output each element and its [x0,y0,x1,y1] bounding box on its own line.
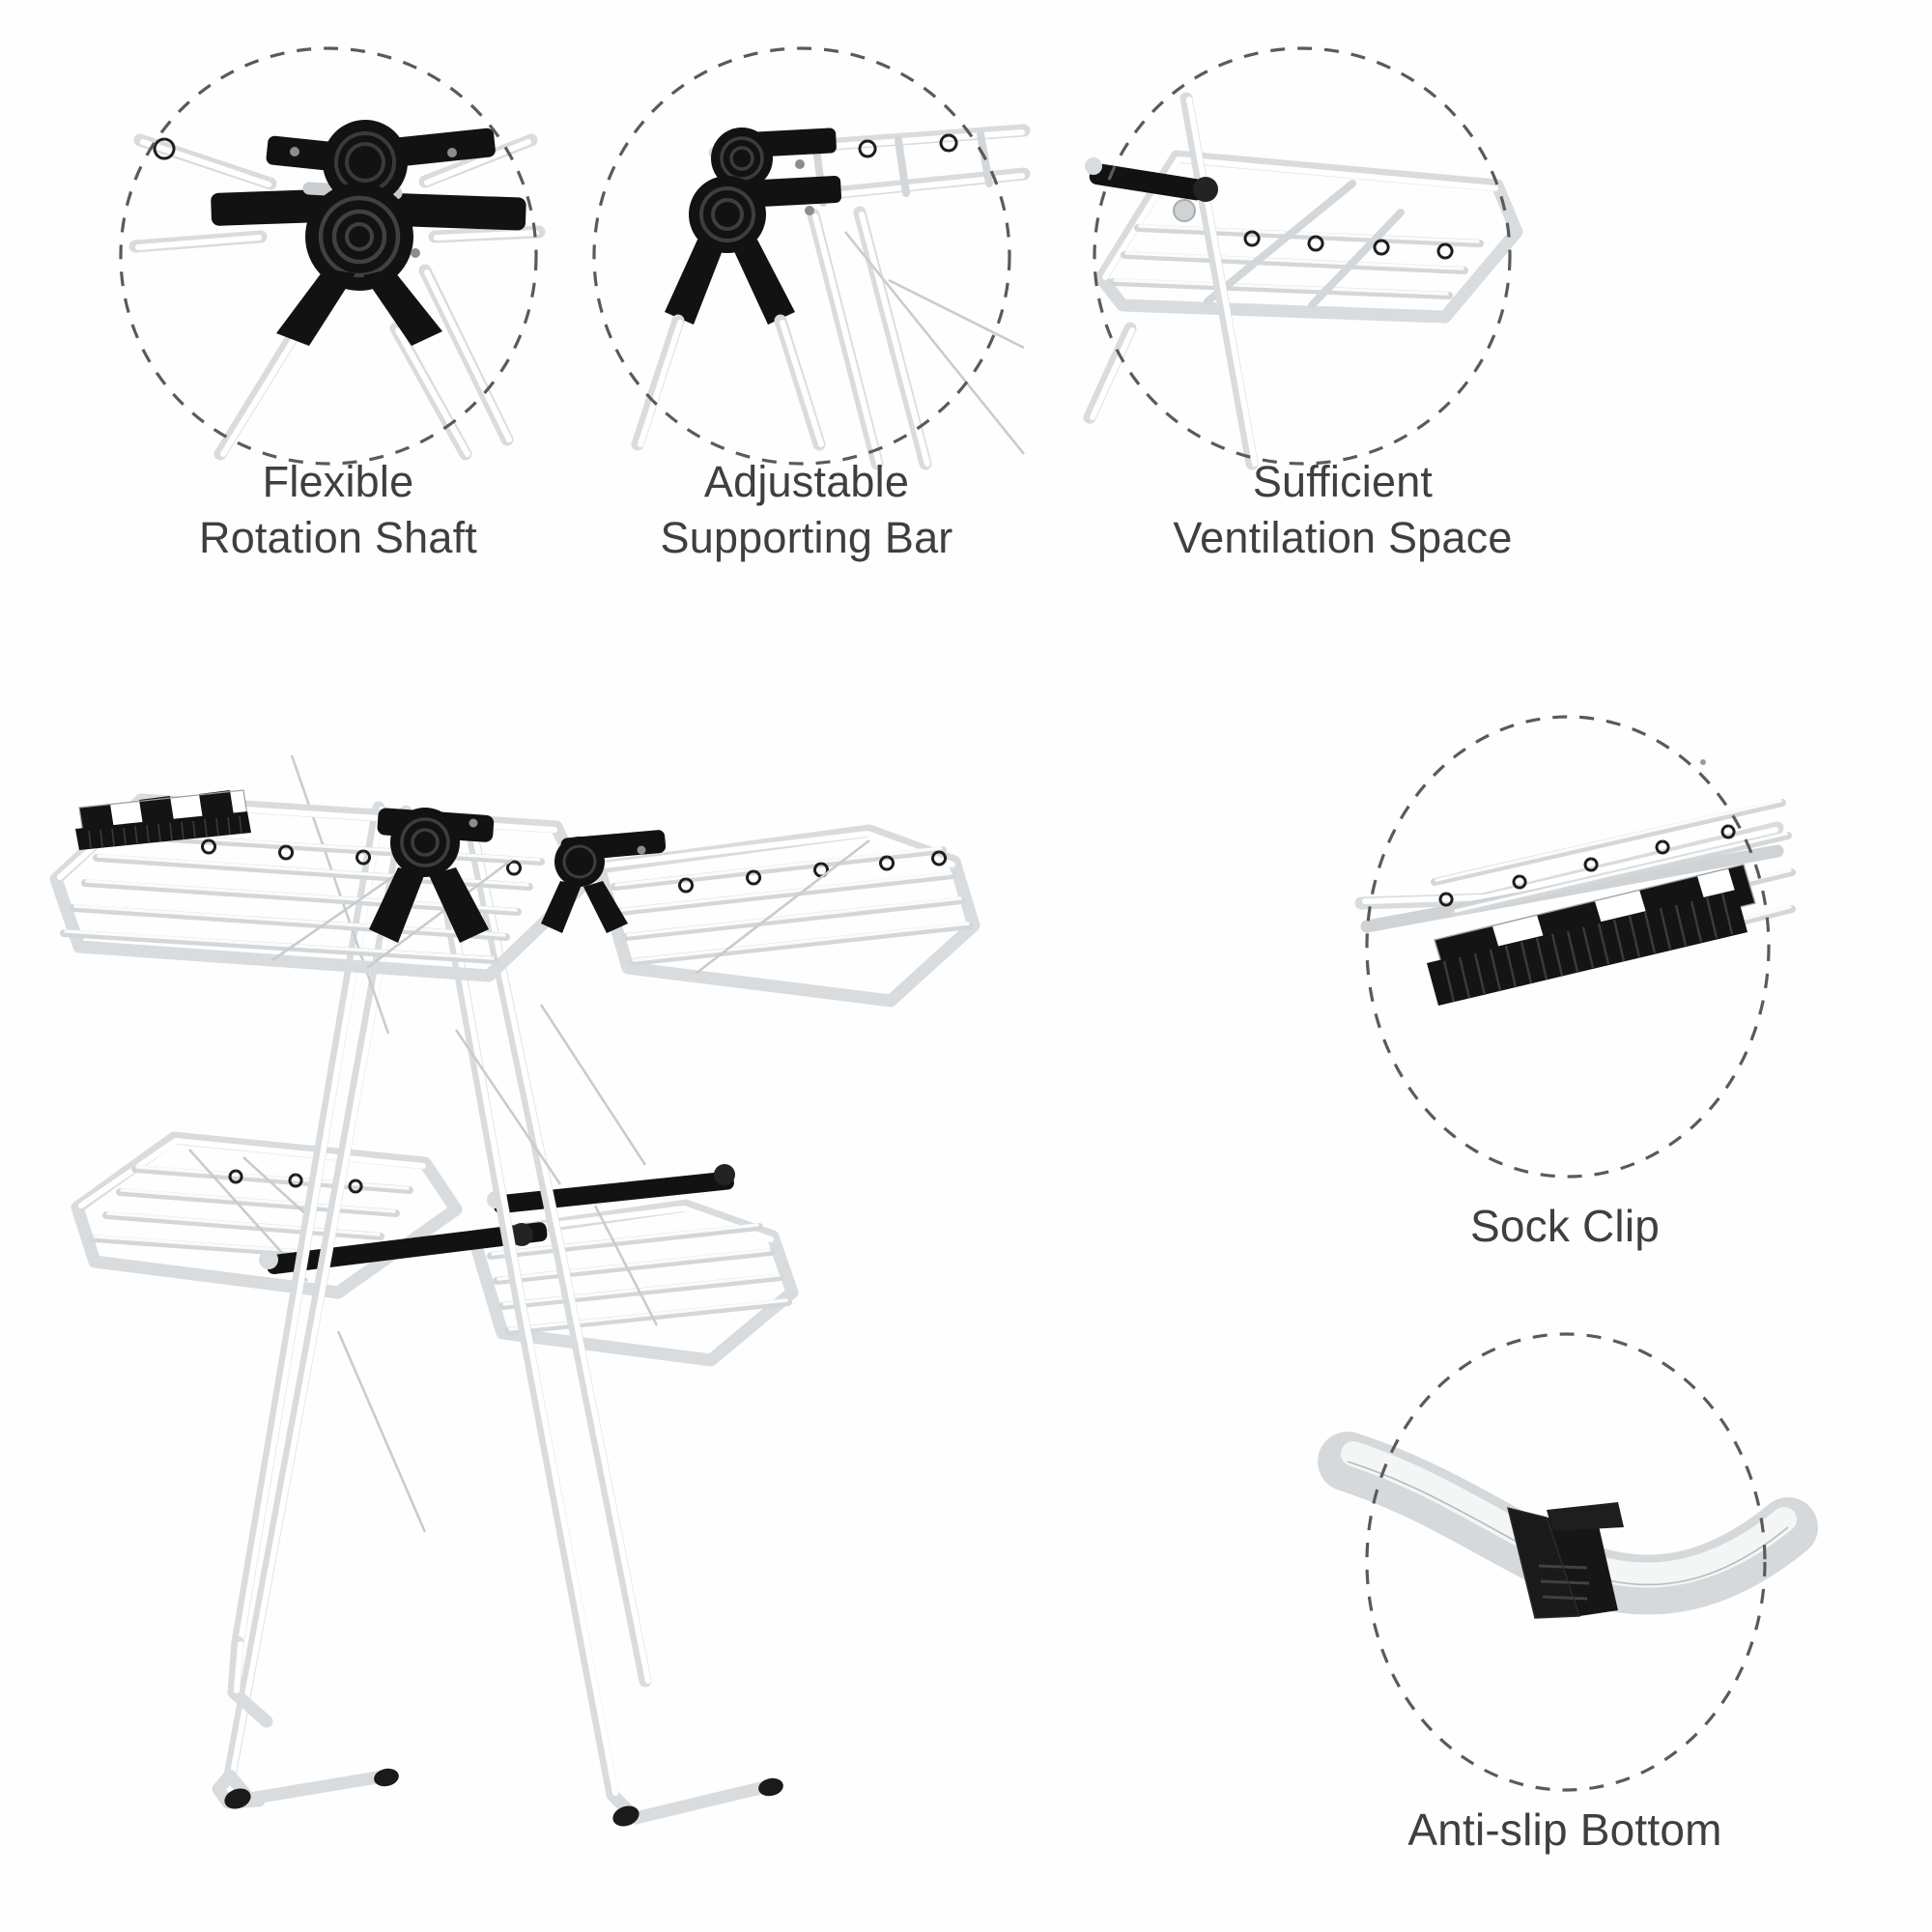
central-rotation-hub [369,808,495,943]
main-product-image [19,715,1063,1893]
feature-callout-adjustable-supporting-bar [570,39,1034,470]
secondary-rotation-hub [541,830,667,933]
feature-label-sufficient-ventilation-space: Sufficient Ventilation Space [1173,457,1513,562]
feature-callout-anti-slip-bottom [1318,1332,1818,1792]
lower-tier [71,1131,799,1367]
ventilation-space-illustration [1083,46,1523,470]
sock-clip-on-product [75,789,251,850]
upper-tier [49,789,980,1008]
anti-slip-bottom-illustration [1318,1332,1818,1792]
sock-clip-comb [1427,890,1747,1006]
feature-label-sock-clip: Sock Clip [1469,1201,1661,1251]
feature-callout-sufficient-ventilation-space [1063,39,1526,470]
ventilation-wing-panel-detail [1083,92,1523,470]
dashed-circle-outline [1093,46,1512,466]
sock-clip-detail [1354,759,1796,1006]
dashed-circle-outline [592,46,1011,466]
supporting-bar-joint-detail [631,124,1031,470]
rotation-shaft-hub-detail [128,120,546,461]
supporting-bar-illustration [592,46,1031,470]
sock-clip-illustration [1354,715,1796,1179]
rack-frame-legs [212,754,783,1827]
drying-rack-illustration [49,754,980,1827]
rotation-shaft-illustration [119,46,546,466]
dashed-circle-outline [119,46,538,466]
feature-label-adjustable-supporting-bar: Adjustable Supporting Bar [660,457,953,562]
feature-callout-sock-clip [1338,715,1796,1179]
dashed-ellipse-outline [1365,715,1771,1179]
feature-callout-flexible-rotation-shaft [106,39,560,466]
anti-slip-foot-detail [1318,1432,1818,1619]
rubber-foot [1507,1502,1624,1619]
feature-label-flexible-rotation-shaft: Flexible Rotation Shaft [199,457,477,562]
dashed-ellipse-outline [1365,1332,1767,1792]
feature-label-anti-slip-bottom: Anti-slip Bottom [1407,1804,1722,1855]
